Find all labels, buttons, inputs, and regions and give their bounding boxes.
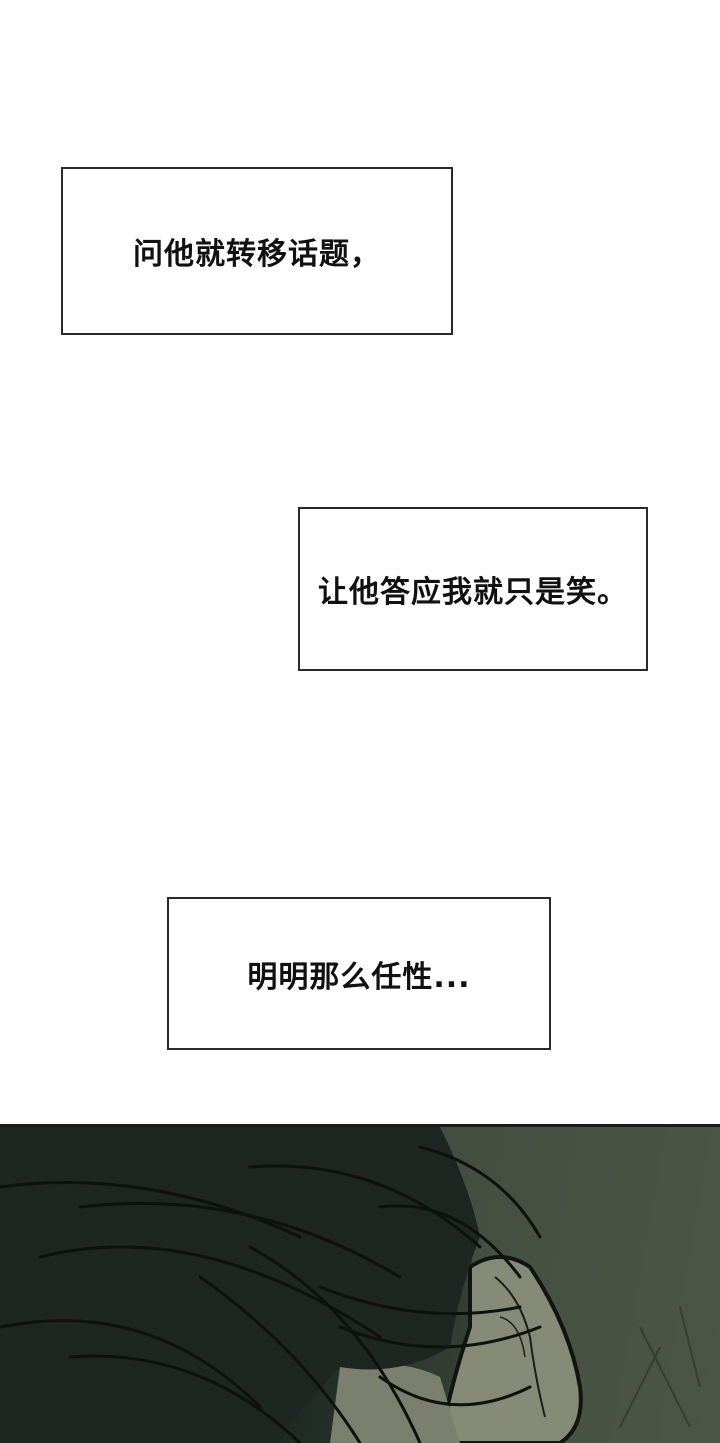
caption-text-3: 明明那么任性... — [247, 959, 471, 995]
hair-and-ear-illustration — [0, 1127, 720, 1443]
caption-box-1: 问他就转移话题， — [61, 167, 453, 335]
caption-text-1: 问他就转移话题， — [133, 237, 381, 272]
caption-box-3: 明明那么任性... — [167, 897, 551, 1050]
caption-text-2: 让他答应我就只是笑。 — [318, 575, 628, 610]
comic-panel-illustration — [0, 1124, 720, 1443]
caption-box-2: 让他答应我就只是笑。 — [298, 507, 648, 671]
